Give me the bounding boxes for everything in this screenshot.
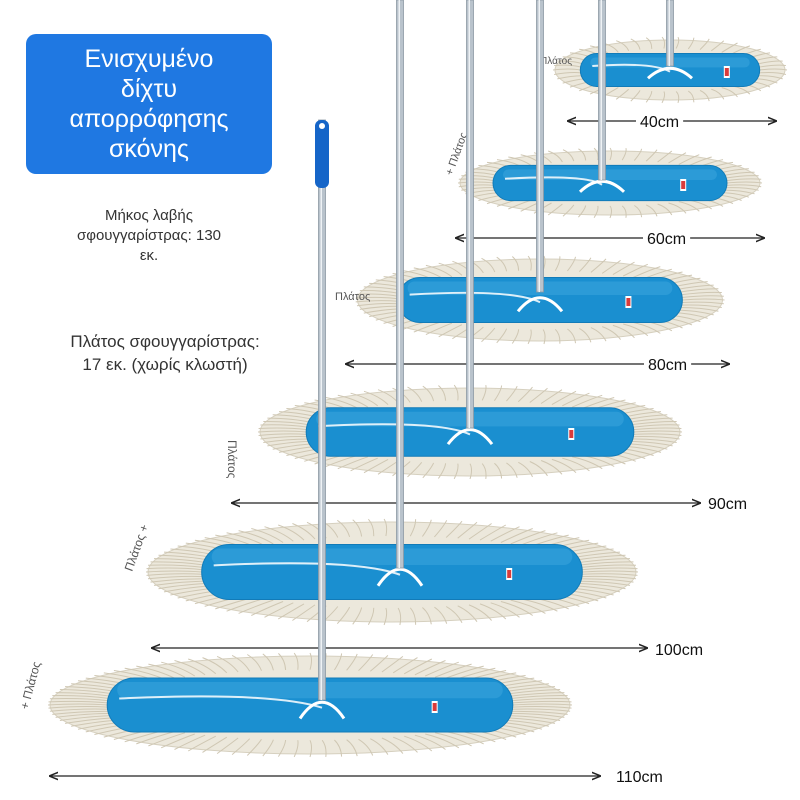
spec-line: 17 εκ. (χωρίς κλωστή) (82, 355, 248, 374)
mop-bracket (516, 296, 564, 313)
mop-tassels (355, 255, 725, 345)
mop-bracket (376, 567, 424, 587)
banner-line: σκόνης (109, 135, 189, 163)
spec-line: σφουγγαρίστρας: 130 (76, 227, 222, 244)
mop-handle-shine (668, 0, 670, 66)
width-note: Πλάτος + (122, 522, 152, 573)
size-label: 40cm (640, 114, 679, 131)
mop-tag-mark (626, 298, 631, 306)
mop-bracket (578, 179, 626, 193)
mop-tag-mark (681, 181, 686, 189)
size-label-bg (612, 768, 667, 787)
mop-bracket (446, 428, 494, 446)
spec-line: Μήκος λαβής (104, 207, 194, 224)
banner-line: απορρόφησης (69, 105, 229, 133)
size-label-bg (704, 495, 752, 514)
size-label: 80cm (648, 357, 687, 374)
mop-handle-shine (538, 0, 540, 292)
mop-3: 90cm Πλάτος (225, 0, 752, 514)
size-label-bg (643, 230, 691, 249)
feature-banner: Ενισχυμένο δίχτυ απορρόφησης σκόνης (26, 34, 272, 174)
mop-handle-shine (398, 0, 400, 568)
banner-line: δίχτυ (120, 75, 178, 103)
mop-handle-shine (468, 0, 470, 428)
mop-handle-shine (600, 0, 602, 180)
mop-0: 40cm Πλάτος (540, 0, 788, 132)
width-note: Πλάτος (335, 291, 370, 303)
size-label: 100cm (655, 642, 703, 659)
mop-handle-shine (320, 120, 322, 700)
mop-string (119, 695, 323, 709)
mop-grip (315, 120, 329, 188)
mop-pad-highlight (117, 682, 503, 699)
size-label: 60cm (647, 231, 686, 248)
width-note: Πλάτος (225, 440, 239, 479)
mop-tag-mark (432, 703, 437, 711)
size-label-bg (644, 356, 692, 375)
width-note: Πλάτος (540, 55, 572, 67)
mop-bracket (298, 701, 346, 720)
mop-tag-mark (569, 430, 574, 438)
mop-string (213, 562, 401, 576)
spec-line: εκ. (139, 247, 159, 264)
width-note: + Πλάτος (17, 660, 43, 711)
mop-tag-mark (724, 68, 729, 76)
size-label-bg (651, 641, 708, 660)
size-label: 90cm (708, 496, 747, 513)
mop-pad-highlight (211, 548, 573, 565)
mop-tag-mark (507, 570, 512, 578)
mop-tassels (552, 36, 788, 104)
size-label: 110cm (616, 769, 663, 786)
mop-5: 110cm + Πλάτος (17, 119, 667, 787)
mop-tassels (145, 518, 639, 626)
mop-tassels (457, 147, 763, 219)
handle-length-spec: Μήκος λαβής σφουγγαρίστρας: 130 εκ. (30, 206, 268, 266)
mop-grip-hole (319, 123, 325, 129)
mop-1: 60cm+ Πλάτος (444, 0, 764, 249)
mop-tassels (257, 384, 683, 480)
mop-width-spec: Πλάτος σφουγγαρίστρας: 17 εκ. (χωρίς κλω… (20, 330, 310, 376)
size-label-bg (636, 113, 684, 132)
banner-line: Ενισχυμένο (84, 45, 214, 73)
mop-4: 100cm Πλάτος + (122, 0, 708, 660)
spec-line: Πλάτος σφουγγαρίστρας: (70, 332, 260, 351)
mop-bracket (646, 66, 694, 80)
